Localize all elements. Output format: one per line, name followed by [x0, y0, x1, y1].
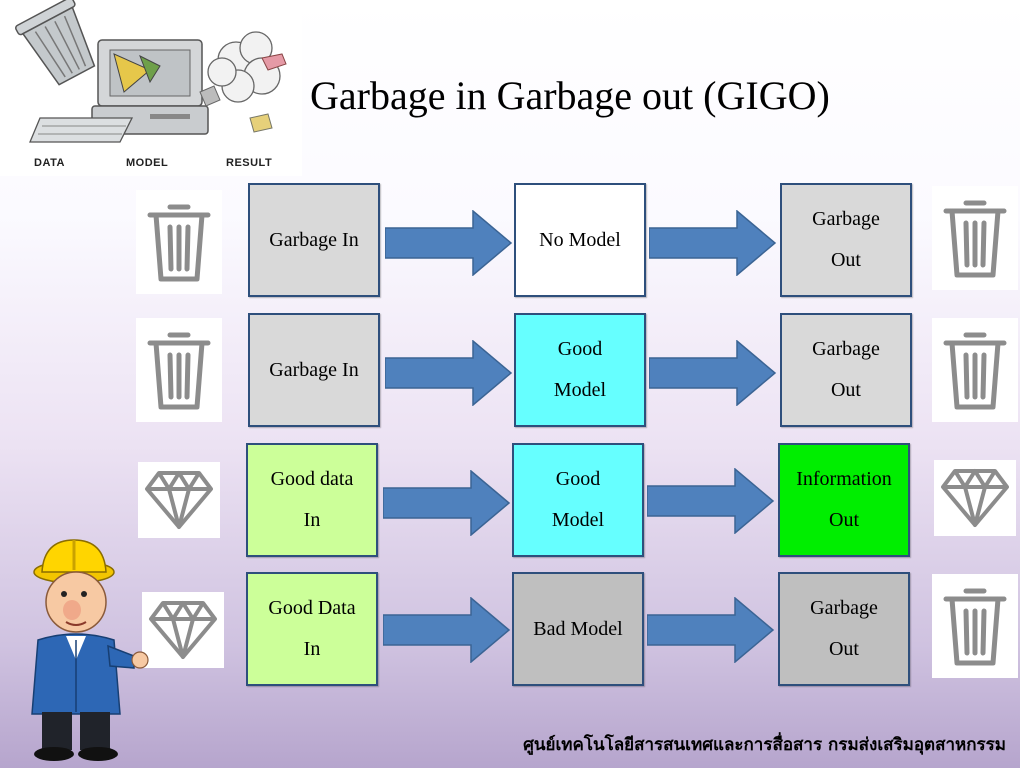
row-3-input-line-1: Good data	[270, 468, 354, 490]
row-4-left-icon-tile	[142, 592, 224, 668]
row-1-left-icon-tile	[136, 190, 222, 294]
row-1-output-line-2: Out	[830, 249, 861, 271]
row-2-output-box: Garbage Out	[780, 313, 912, 427]
gigo-illustration: DATA MODEL RESULT	[0, 0, 302, 176]
row-4-input-line-2: In	[303, 638, 321, 660]
row-4-model-line-1: Bad Model	[533, 617, 623, 640]
computer-trash-illustration	[15, 0, 287, 143]
row-3-input-box: Good data In	[246, 443, 378, 557]
diamond-icon	[149, 601, 217, 659]
row-2-input-box: Garbage In	[248, 313, 380, 427]
row-3-output-line-2: Out	[829, 509, 859, 531]
row-2-arrow-1	[385, 340, 513, 406]
row-1-arrow-1	[385, 210, 513, 276]
row-1-model-box: No Model	[514, 183, 646, 297]
row-2-input-line-1: Garbage In	[269, 358, 359, 381]
trash-icon	[943, 200, 1007, 278]
row-4-output-box: Garbage Out	[778, 572, 910, 686]
row-4-input-line-1: Good Data	[268, 597, 356, 619]
row-1-output-box: Garbage Out	[780, 183, 912, 297]
row-1-right-icon-tile	[932, 186, 1018, 290]
row-2-model-line-1: Good	[557, 338, 603, 360]
trash-icon	[147, 204, 211, 282]
row-3-model-line-1: Good	[555, 468, 601, 490]
diamond-icon	[941, 469, 1009, 527]
row-1-arrow-2	[649, 210, 777, 276]
row-2-model-box: Good Model	[514, 313, 646, 427]
row-3-model-box: Good Model	[512, 443, 644, 557]
row-3-output-box: Information Out	[778, 443, 910, 557]
row-3-right-icon-tile	[934, 460, 1016, 536]
row-4-output-line-1: Garbage	[810, 597, 878, 619]
row-3-output-line-1: Information	[796, 468, 892, 490]
trash-icon	[147, 332, 211, 410]
engineer-mascot	[31, 539, 149, 761]
row-2-left-icon-tile	[136, 318, 222, 422]
row-2-right-icon-tile	[932, 318, 1018, 422]
row-1-model-line-1: No Model	[539, 228, 621, 251]
footer-organization: ศูนย์เทคโนโลยีสารสนเทศและการสื่อสาร กรมส…	[523, 735, 1006, 755]
trash-icon	[943, 332, 1007, 410]
caption-data: DATA	[34, 157, 65, 169]
trash-icon	[943, 588, 1007, 666]
row-1-input-box: Garbage In	[248, 183, 380, 297]
row-3-model-line-2: Model	[551, 509, 605, 531]
row-4-arrow-1	[383, 597, 511, 663]
row-1-output-line-1: Garbage	[812, 208, 880, 230]
row-4-right-icon-tile	[932, 574, 1018, 678]
row-2-model-line-2: Model	[553, 379, 607, 401]
row-2-arrow-2	[649, 340, 777, 406]
diamond-icon	[145, 471, 213, 529]
row-4-output-line-2: Out	[828, 638, 859, 660]
slide-title: Garbage in Garbage out (GIGO)	[310, 73, 830, 118]
caption-result: RESULT	[226, 157, 273, 169]
row-2-output-line-1: Garbage	[812, 338, 880, 360]
row-3-arrow-1	[383, 470, 511, 536]
row-4-input-box: Good Data In	[246, 572, 378, 686]
row-3-arrow-2	[647, 468, 775, 534]
row-1-input-line-1: Garbage In	[269, 228, 359, 251]
row-4-model-box: Bad Model	[512, 572, 644, 686]
row-2-output-line-2: Out	[830, 379, 861, 401]
caption-model: MODEL	[126, 157, 169, 169]
row-3-left-icon-tile	[138, 462, 220, 538]
row-3-input-line-2: In	[303, 509, 321, 531]
row-4-arrow-2	[647, 597, 775, 663]
